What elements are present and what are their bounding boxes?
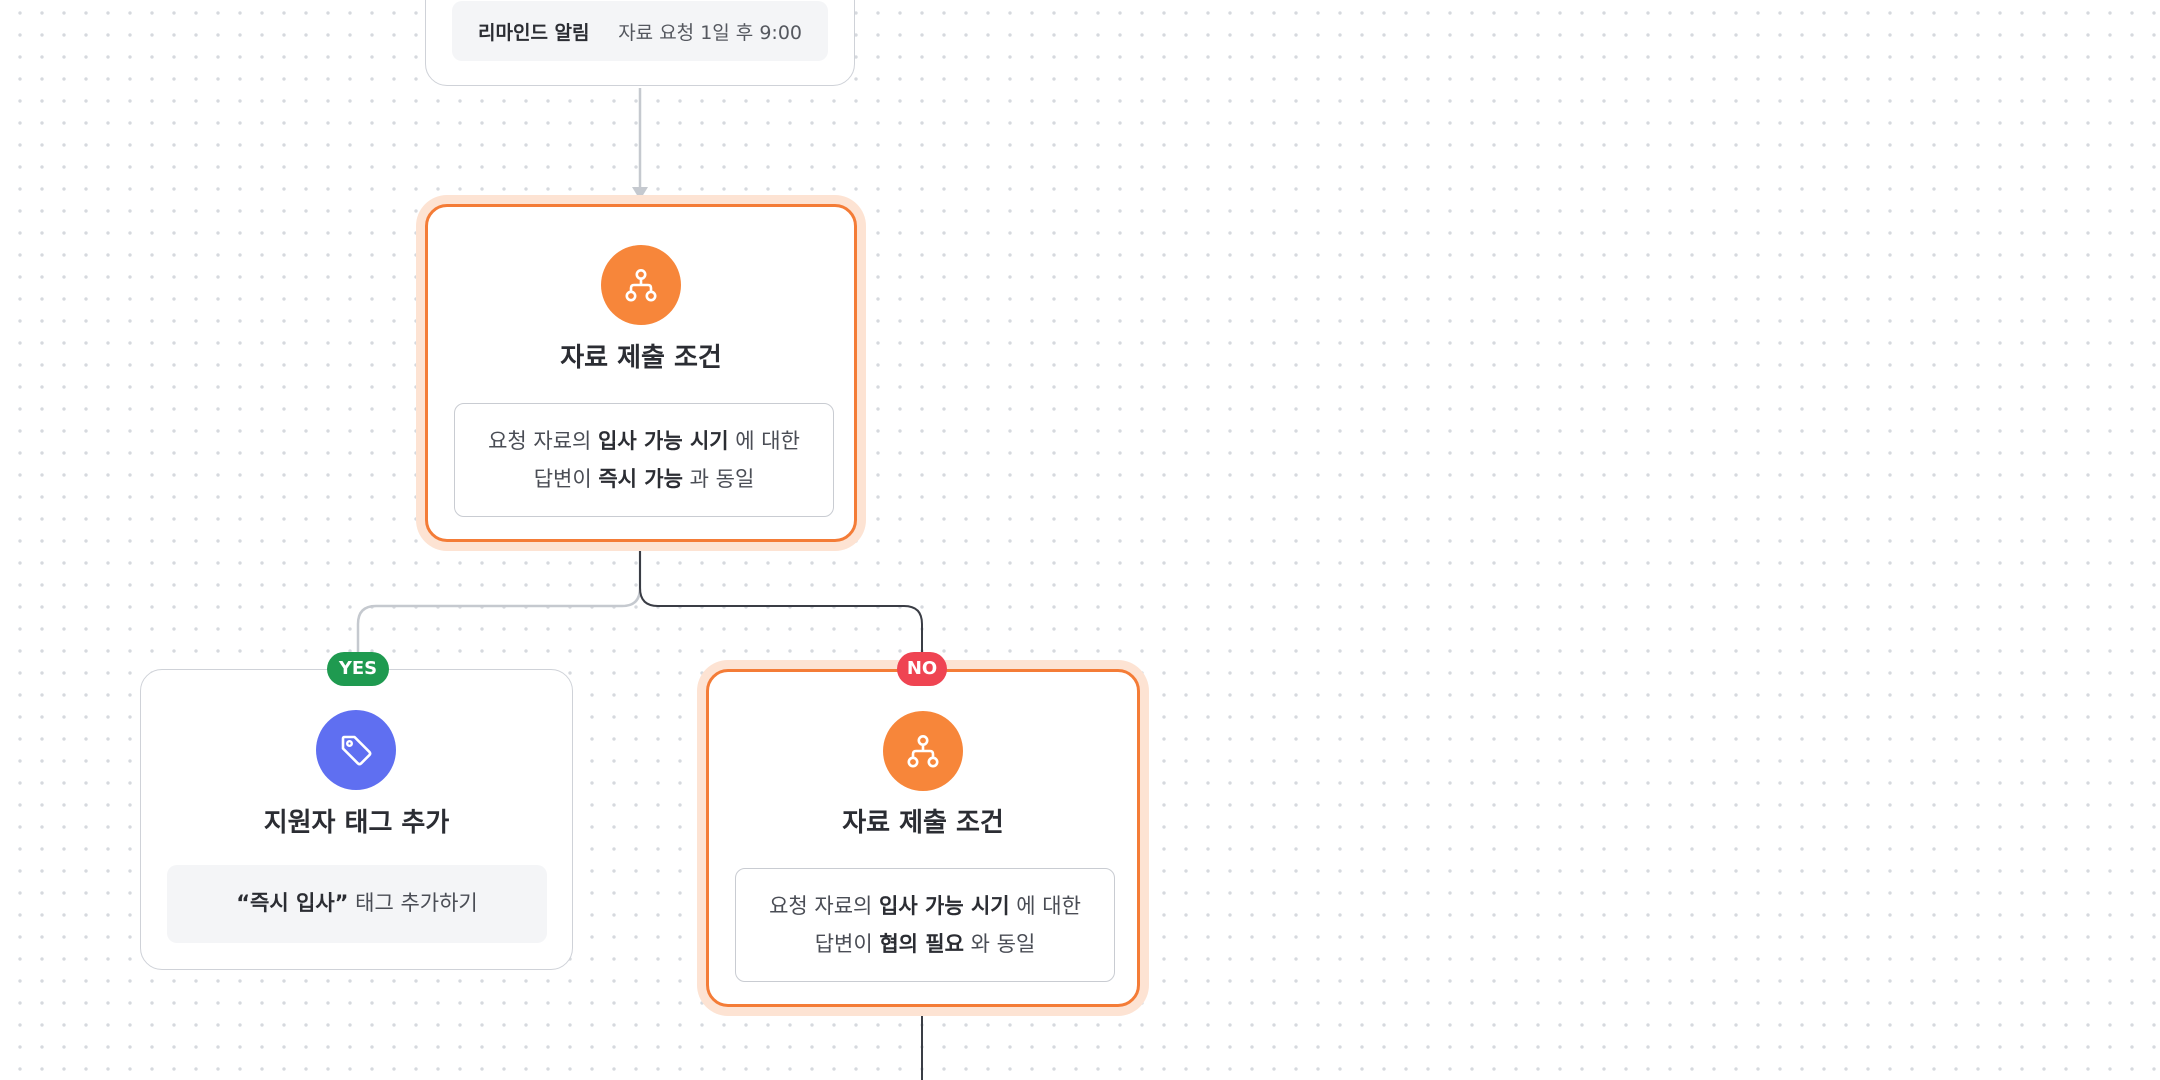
add-tag-node-title: 지원자 태그 추가: [263, 808, 450, 838]
connector-arrowhead: [632, 187, 648, 200]
condition-line-2: 답변이 즉시 가능 과 동일: [533, 467, 755, 491]
tag-action: 태그 추가하기: [355, 891, 478, 915]
condition-node-2-description: 요청 자료의 입사 가능 시기 에 대한 답변이 협의 필요 와 동일: [735, 868, 1115, 982]
condition-line-1: 요청 자료의 입사 가능 시기 에 대한: [488, 429, 800, 453]
condition-node-1-title: 자료 제출 조건: [560, 343, 722, 373]
connector-to-yes-branch: [356, 540, 642, 652]
condition-node-2-title: 자료 제출 조건: [842, 808, 1004, 838]
condition-line-2: 답변이 협의 필요 와 동일: [814, 932, 1036, 956]
reminder-row: 리마인드 알림 자료 요청 1일 후 9:00: [452, 1, 828, 61]
tag-icon: [316, 710, 396, 790]
condition-answer: 협의 필요: [879, 932, 964, 956]
add-applicant-tag-node[interactable]: 지원자 태그 추가 “즉시 입사” 태그 추가하기: [140, 669, 573, 970]
reminder-label: 리마인드 알림: [478, 21, 590, 44]
branch-icon: [883, 711, 963, 791]
condition-line-1: 요청 자료의 입사 가능 시기 에 대한: [769, 894, 1081, 918]
condition-field: 입사 가능 시기: [879, 894, 1010, 918]
tag-name: “즉시 입사”: [236, 891, 349, 915]
add-tag-description: “즉시 입사” 태그 추가하기: [167, 865, 547, 943]
branch-icon: [601, 245, 681, 325]
condition-node-1[interactable]: 자료 제출 조건 요청 자료의 입사 가능 시기 에 대한 답변이 즉시 가능 …: [425, 204, 857, 542]
condition-field: 입사 가능 시기: [598, 429, 729, 453]
yes-branch-badge: YES: [327, 652, 389, 686]
connector-to-no-branch: [639, 540, 923, 652]
reminder-value: 자료 요청 1일 후 9:00: [618, 21, 802, 44]
no-branch-badge: NO: [897, 652, 947, 686]
condition-node-1-description: 요청 자료의 입사 가능 시기 에 대한 답변이 즉시 가능 과 동일: [454, 403, 834, 517]
reminder-node[interactable]: 리마인드 알림 자료 요청 1일 후 9:00: [425, 0, 855, 86]
condition-answer: 즉시 가능: [598, 467, 683, 491]
condition-node-2[interactable]: 자료 제출 조건 요청 자료의 입사 가능 시기 에 대한 답변이 협의 필요 …: [706, 669, 1140, 1007]
